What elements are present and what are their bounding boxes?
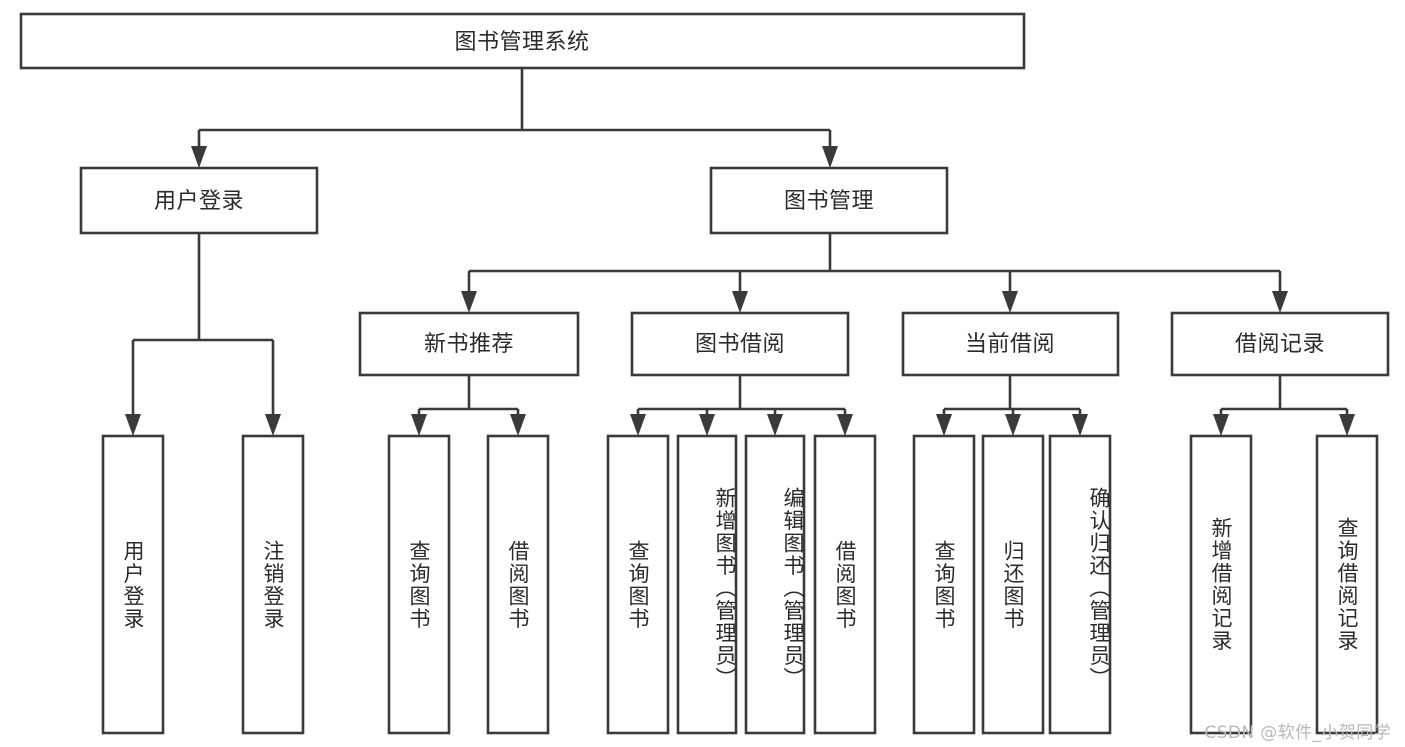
edges-currentborrow-to-leaves <box>936 375 1088 436</box>
arrowhead-leaf-logout <box>265 414 281 436</box>
arrowhead-leaf-add-record <box>1213 414 1229 436</box>
edges-root-to-level2 <box>191 68 838 168</box>
node-book-borrow-label: 图书借阅 <box>695 332 785 357</box>
node-borrow-record[interactable]: 借阅记录 <box>1170 311 1390 377</box>
arrowhead-leaf-confirm-return <box>1072 414 1088 436</box>
arrowhead-book-borrow <box>732 291 748 313</box>
leaf-boxes <box>101 434 1379 735</box>
node-book-manage-box[interactable] <box>709 166 949 235</box>
leaf-box-add-record[interactable] <box>1189 434 1253 735</box>
leaf-box-borrow-book-b[interactable] <box>813 434 877 735</box>
leaf-box-return-book[interactable] <box>981 434 1045 735</box>
node-new-book-recommend-box[interactable] <box>358 311 580 377</box>
leaf-box-edit-book[interactable] <box>744 434 806 735</box>
node-current-borrow-label: 当前借阅 <box>965 332 1055 357</box>
leaf-box-logout[interactable] <box>241 434 305 735</box>
node-root[interactable]: 图书管理系统 <box>19 12 1026 70</box>
node-book-borrow[interactable]: 图书借阅 <box>630 311 850 377</box>
leaf-box-query-book-c[interactable] <box>912 434 976 735</box>
arrowhead-leaf-borrow-book-a <box>510 414 526 436</box>
node-current-borrow-box[interactable] <box>901 311 1120 377</box>
node-book-manage-label: 图书管理 <box>784 189 874 214</box>
node-book-borrow-box[interactable] <box>630 311 850 377</box>
node-new-book-recommend[interactable]: 新书推荐 <box>358 311 580 377</box>
node-borrow-record-box[interactable] <box>1170 311 1390 377</box>
node-user-login[interactable]: 用户登录 <box>79 166 319 235</box>
arrowhead-leaf-return-book <box>1005 414 1021 436</box>
node-root-label: 图书管理系统 <box>454 30 589 55</box>
arrowhead-leaf-query-book-b <box>630 414 646 436</box>
node-root-box[interactable] <box>19 12 1026 70</box>
node-book-manage[interactable]: 图书管理 <box>709 166 949 235</box>
arrowhead-leaf-add-book <box>699 414 715 436</box>
node-new-book-recommend-label: 新书推荐 <box>424 332 514 357</box>
leaf-box-query-record[interactable] <box>1315 434 1379 735</box>
arrowhead-user-login <box>191 146 207 168</box>
arrowhead-leaf-edit-book <box>767 414 783 436</box>
edges-bookmanage-to-level3 <box>461 233 1288 313</box>
leaf-box-add-book[interactable] <box>676 434 738 735</box>
node-user-login-box[interactable] <box>79 166 319 235</box>
leaf-box-query-book-a[interactable] <box>387 434 451 735</box>
arrowhead-book-manage <box>822 146 838 168</box>
node-borrow-record-label: 借阅记录 <box>1235 332 1325 357</box>
watermark-text: CSDN @软件_小贺同学 <box>1204 723 1391 743</box>
arrowhead-new-book-rec <box>461 291 477 313</box>
edges-newbookrec-to-leaves <box>411 375 526 436</box>
node-user-login-label: 用户登录 <box>154 189 244 214</box>
arrowhead-current-borrow <box>1002 291 1018 313</box>
arrowhead-borrow-record <box>1272 291 1288 313</box>
arrowhead-leaf-query-book-a <box>411 414 427 436</box>
edges-userlogin-to-leaves <box>125 233 281 436</box>
node-current-borrow[interactable]: 当前借阅 <box>901 311 1120 377</box>
edges-bookborrow-to-leaves <box>630 375 853 436</box>
leaf-box-user-login[interactable] <box>101 434 165 735</box>
arrowhead-leaf-borrow-book-b <box>837 414 853 436</box>
arrowhead-leaf-query-book-c <box>936 414 952 436</box>
leaf-box-confirm-return[interactable] <box>1048 434 1112 735</box>
leaf-box-query-book-b[interactable] <box>606 434 670 735</box>
edges-borrowrecord-to-leaves <box>1213 375 1355 436</box>
leaf-box-borrow-book-a[interactable] <box>486 434 550 735</box>
arrowhead-leaf-query-record <box>1339 414 1355 436</box>
arrowhead-leaf-user-login <box>125 414 141 436</box>
